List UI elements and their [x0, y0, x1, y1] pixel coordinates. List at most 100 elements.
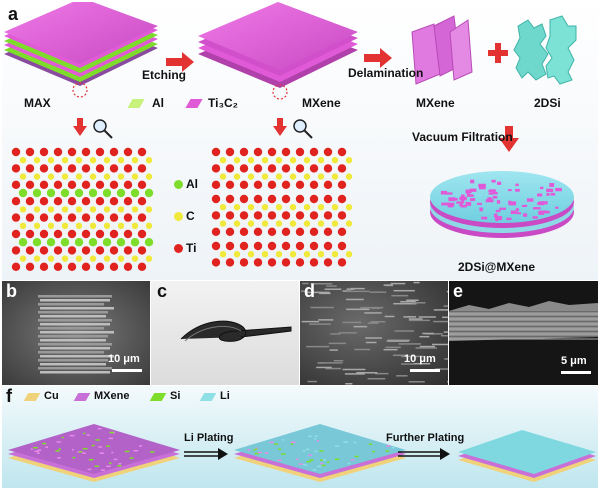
sheet-speck: [86, 434, 90, 436]
ti-atom-label: Ti: [186, 241, 197, 255]
sheet-speck: [302, 450, 306, 452]
delamination-label: Delamination: [348, 66, 424, 80]
c-atom: [33, 255, 41, 262]
sheet-speck: [319, 450, 324, 452]
ti-atom: [53, 229, 63, 239]
c-atom: [219, 251, 227, 258]
sem-wrinkle: [383, 348, 398, 351]
sem-wrinkle: [413, 281, 420, 284]
c-atom: [89, 173, 97, 180]
si-legend-label: Si: [170, 390, 181, 402]
ti-atom: [323, 194, 333, 204]
panel-b-scale-label: 10 μm: [108, 353, 140, 365]
panel-d-texture: [300, 281, 448, 385]
ti-atom: [67, 147, 77, 157]
ti-atom: [11, 246, 21, 255]
ti-atom: [95, 147, 105, 157]
sem-wrinkle: [328, 342, 347, 345]
ti-atom: [267, 211, 277, 220]
sem-wrinkle: [418, 316, 436, 318]
sheet-speck: [108, 437, 113, 440]
ti-atom: [53, 164, 63, 173]
sheet-further-plated: [458, 430, 596, 482]
ti-atom: [295, 241, 305, 251]
ti-atom: [295, 147, 305, 157]
ti-atom: [267, 147, 277, 157]
ti-atom: [11, 147, 21, 157]
mxene-speck: [521, 204, 528, 208]
sheet-speck: [106, 465, 111, 468]
c-atom: [131, 173, 139, 180]
ti-atom: [123, 180, 133, 189]
sem-layer: [38, 327, 104, 330]
mxene-speck: [492, 191, 498, 195]
sheet-speck: [314, 438, 317, 440]
ti-atom: [337, 241, 347, 251]
c-atom: [145, 206, 153, 213]
ti-atom: [309, 211, 319, 220]
ti-atom: [137, 229, 147, 239]
al-atom: [144, 238, 154, 247]
ti-atom: [323, 164, 333, 173]
sem-layer: [38, 351, 104, 354]
cu-swatch: [23, 393, 41, 401]
sem-cross-layer: [449, 311, 598, 312]
sem-cross-layer: [449, 331, 598, 332]
c-atom: [331, 173, 339, 180]
c-atom: [219, 204, 227, 211]
c-atom: [303, 157, 311, 164]
c-atom: [261, 157, 269, 164]
sem-wrinkle: [419, 335, 430, 338]
ti-atom: [11, 164, 21, 173]
panel-a: a Etching Delamination MAX MXene MXene 2…: [2, 2, 598, 280]
sem-wrinkle: [346, 288, 355, 290]
c-atom: [303, 204, 311, 211]
sem-wrinkle: [369, 291, 387, 293]
ti-atom: [253, 227, 263, 236]
ti-atom: [123, 147, 133, 157]
sem-layer: [38, 367, 112, 370]
sem-wrinkle: [342, 368, 366, 371]
ti-atom: [295, 258, 305, 267]
sheet-speck: [264, 452, 269, 454]
mxene-speck: [538, 201, 545, 206]
mxene-swatch: [73, 393, 91, 401]
ti-atom: [123, 229, 133, 239]
mxene-speck: [507, 189, 512, 192]
c-atom: [289, 157, 297, 164]
al-atom: [102, 238, 112, 247]
ti-atom: [239, 211, 249, 220]
mxene-atomic-lattice: [211, 147, 353, 267]
ti-atom: [239, 194, 249, 204]
c-atom: [47, 157, 55, 164]
c-atom: [261, 204, 269, 211]
down-arrow: [273, 118, 287, 136]
sheet-speck: [326, 461, 330, 464]
c-atom: [233, 251, 241, 258]
ti-atom: [39, 262, 49, 271]
c-atom: [233, 204, 241, 211]
panel-b-scalebar: [112, 369, 142, 372]
mxene-speck: [478, 185, 486, 190]
mxene-speck: [549, 183, 555, 187]
mxene-speck: [499, 207, 506, 210]
ti-atom: [109, 197, 119, 206]
further-plating-arrow: [398, 448, 450, 460]
sheet-speck: [61, 436, 64, 439]
mxene-speck: [467, 189, 472, 194]
c-atom: [289, 220, 297, 227]
c-atom: [275, 204, 283, 211]
sheet-speck: [253, 449, 256, 451]
mxene-speck: [522, 213, 528, 217]
sem-wrinkle: [310, 282, 333, 285]
sheet-speck: [321, 464, 326, 467]
sheet-speck: [109, 431, 114, 434]
sheet-speck: [87, 468, 92, 471]
mxene-speck: [497, 181, 502, 185]
ti-atom: [81, 262, 91, 271]
c-atom: [145, 173, 153, 180]
sem-wrinkle: [345, 298, 364, 301]
c-atom: [289, 173, 297, 180]
c-atom: [317, 157, 325, 164]
panel-f-graphics: [8, 424, 596, 482]
